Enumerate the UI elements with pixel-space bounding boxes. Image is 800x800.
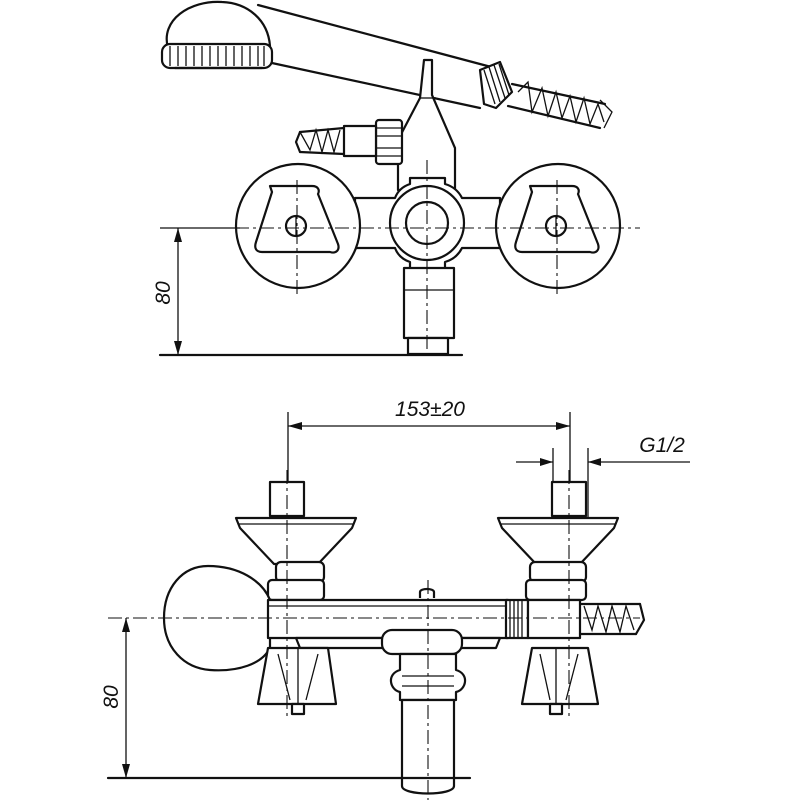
thread-dimension: G1/2 [516,434,690,520]
top-view: 80 [152,0,640,360]
top-height-label: 80 [152,281,175,305]
inlet-connector [294,118,404,166]
top-cap [418,587,436,598]
shower-hose [256,3,613,130]
mixer-body-front [266,598,646,640]
spout-front [294,628,502,795]
front-view: 153±20 G1/2 [100,398,690,800]
left-leg [256,646,338,716]
bath-spout [402,266,456,356]
spacing-dimension: 153±20 [287,398,571,520]
front-height-dimension: 80 [100,618,130,778]
left-handle-front [234,480,358,602]
spacing-label: 153±20 [395,398,465,421]
right-handle [494,162,622,290]
thread-label: G1/2 [639,434,685,457]
top-height-dimension: 80 [152,227,240,355]
shower-head [160,0,274,70]
right-handle-front [496,480,620,602]
right-leg [520,646,600,716]
front-height-label: 80 [100,685,123,709]
left-handle [234,162,362,290]
